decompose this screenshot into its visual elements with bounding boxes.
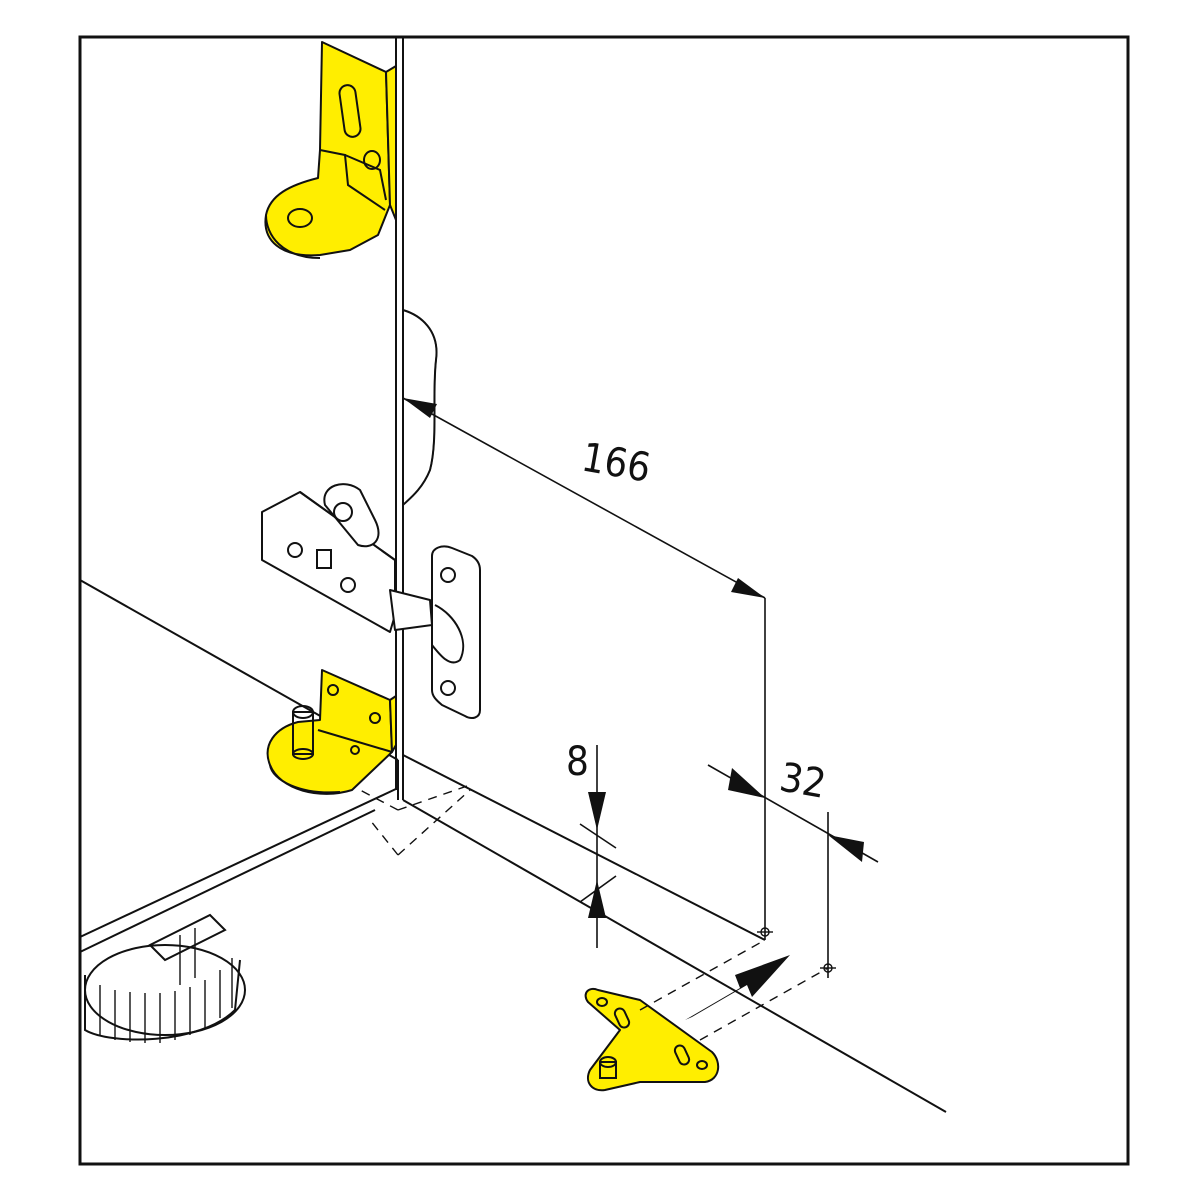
cabinet-bottom-panel [79, 579, 947, 1113]
frame-border [78, 35, 1130, 1166]
dim-8-label: 8 [566, 739, 589, 785]
dimension-32: 32 [707, 755, 879, 978]
insertion-arrow [685, 955, 790, 1020]
door-panel-section [402, 308, 438, 507]
lower-bracket [266, 669, 397, 795]
leveling-foot [84, 913, 246, 1043]
cabinet-hinge [261, 483, 481, 719]
reference-marks [757, 927, 836, 973]
dimension-8: 8 [566, 739, 617, 948]
dim-32-label: 32 [776, 755, 829, 808]
top-bracket [264, 41, 397, 259]
bottom-plate [584, 939, 829, 1092]
